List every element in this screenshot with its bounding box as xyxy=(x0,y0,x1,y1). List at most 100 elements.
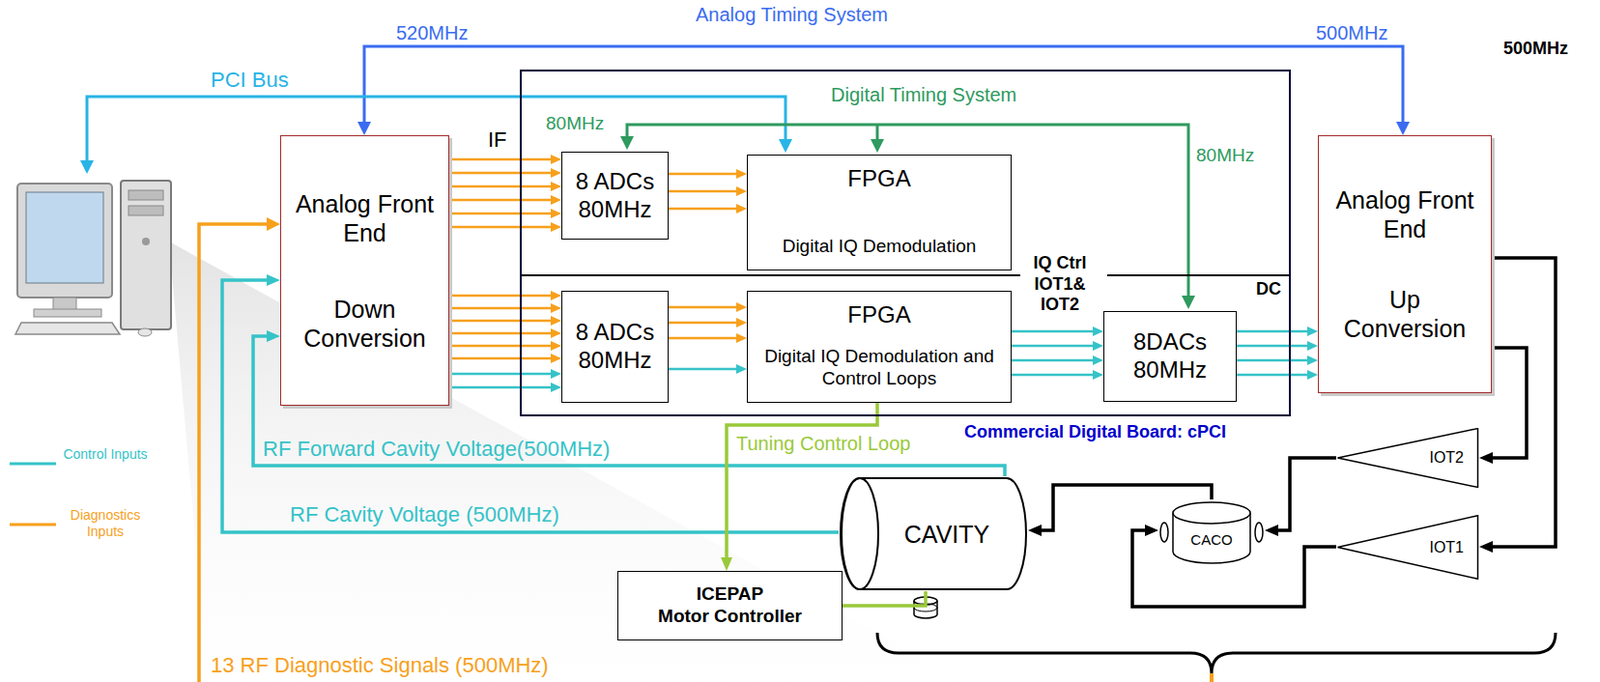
connector-line xyxy=(1491,347,1527,458)
signal-label: 80MHz xyxy=(1196,144,1255,168)
arrow-head xyxy=(736,333,747,343)
motor-controller-box: ICEPAPMotor Controller xyxy=(617,571,843,641)
legend-swatch xyxy=(9,462,57,466)
box-title: FPGA xyxy=(847,165,911,194)
connector-line xyxy=(1236,344,1309,348)
legend-text: Control Inputs xyxy=(61,446,149,463)
arrow-head xyxy=(550,382,562,393)
arrow-head xyxy=(1092,355,1104,366)
digital-timing-line xyxy=(620,124,1196,310)
connector-line xyxy=(449,158,552,162)
signal-label: 520MHz xyxy=(396,21,468,45)
shape-label: CACO xyxy=(1190,531,1232,549)
box-label: 8 ADCs 80MHz xyxy=(568,318,662,375)
connector-line xyxy=(668,190,738,194)
box-label: 8 ADCs 80MHz xyxy=(568,168,662,225)
connector-line xyxy=(668,368,738,372)
signal-label: Digital Timing System xyxy=(830,83,1017,107)
arrow-head xyxy=(1092,341,1104,351)
group-bracket xyxy=(877,632,1556,674)
shape-label: CAVITY xyxy=(904,519,990,549)
arrow-head xyxy=(550,208,562,219)
connector-line xyxy=(1011,359,1094,363)
connector-line xyxy=(842,591,926,606)
connector-line xyxy=(1011,373,1094,377)
connector-line xyxy=(449,212,552,216)
connector-line xyxy=(449,386,552,390)
arrow-head xyxy=(720,557,733,572)
edge-label: RF Cavity Voltage (500MHz) xyxy=(289,502,560,528)
signal-label: 13 RF Diagnostic Signals (500MHz) xyxy=(210,653,549,679)
arrow-head xyxy=(550,353,562,364)
arrow-head xyxy=(736,364,747,374)
signal-label: Analog Timing System xyxy=(695,2,888,27)
arrow-head xyxy=(1307,370,1318,380)
edge-label: Tuning Control Loop xyxy=(736,431,912,456)
arrow-head xyxy=(1144,524,1159,537)
connector-line xyxy=(668,172,738,176)
caco-combiner: CACO xyxy=(1158,499,1265,567)
connector-line xyxy=(1236,373,1309,377)
arrow-head xyxy=(550,328,562,339)
box-body: Digital IQ Demodulation xyxy=(782,235,977,258)
signal-connector xyxy=(449,290,562,393)
connector-line xyxy=(1236,330,1309,334)
digital-board: Commercial Digital Board: cPCI8 ADCs 80M… xyxy=(519,69,1291,417)
signal-label: 80MHz xyxy=(545,113,604,136)
shape-label: IOT1 xyxy=(1428,538,1464,557)
arrow-head xyxy=(736,302,747,313)
analog-front-end: Analog Front End Up Conversion xyxy=(1317,135,1492,394)
box-label: 8DACs 80MHz xyxy=(1110,328,1230,385)
arrow-head xyxy=(1479,452,1493,464)
arrow-head xyxy=(550,222,562,232)
legend-text: Diagnostics Inputs xyxy=(61,507,149,541)
signal-connector xyxy=(1264,457,1337,537)
arrow-head xyxy=(550,154,562,165)
arrow-head xyxy=(736,317,747,328)
box-body: Down Conversion xyxy=(288,294,441,353)
connector-line xyxy=(449,185,552,189)
arrow-head xyxy=(736,203,747,214)
board-label: Commercial Digital Board: cPCI xyxy=(964,422,1227,444)
connector-line xyxy=(449,357,552,361)
box-body: Up Conversion xyxy=(1326,285,1484,343)
signal-label: PCI Bus xyxy=(210,67,289,93)
connector-line xyxy=(1491,257,1556,547)
arrow-head xyxy=(550,341,562,351)
connector-line xyxy=(449,332,552,336)
signal-label: IF xyxy=(487,127,508,153)
arrow-head xyxy=(1264,524,1279,537)
connector-line xyxy=(668,306,738,310)
arrow-head xyxy=(736,169,747,179)
signal-connector xyxy=(668,302,747,374)
iot-amplifier: IOT1 xyxy=(1336,514,1480,580)
box-title: Analog Front End xyxy=(1326,185,1484,244)
arrow-head xyxy=(1307,341,1318,351)
box-title: FPGA xyxy=(847,301,911,330)
connector-line xyxy=(1236,359,1309,363)
arrow-head xyxy=(1307,355,1318,366)
signal-label: DC xyxy=(1256,279,1282,301)
arrow-head xyxy=(550,303,562,314)
arrow-head xyxy=(1028,524,1042,537)
connector-line xyxy=(1011,330,1094,334)
fpga-box: FPGA Digital IQ Demodulation xyxy=(746,154,1012,271)
connector-line xyxy=(668,321,738,325)
adc-box: 8 ADCs 80MHz xyxy=(561,290,669,403)
arrow-head xyxy=(1479,541,1493,553)
signal-connector xyxy=(1011,326,1104,380)
analog-timing-line xyxy=(357,46,1410,136)
connector-line xyxy=(449,199,552,202)
connector-line xyxy=(449,344,552,348)
box-title: Analog Front End xyxy=(288,189,441,248)
cavity-cylinder: CAVITY xyxy=(838,476,1029,592)
signal-connector xyxy=(1236,326,1318,380)
box-title: ICEPAP xyxy=(696,583,764,606)
connector-line xyxy=(449,307,552,311)
signal-label: 500MHz xyxy=(1503,38,1569,60)
signal-label: 500MHz xyxy=(1315,21,1388,45)
adc-box: 8 ADCs 80MHz xyxy=(561,151,669,240)
arrow-head xyxy=(550,315,562,326)
arrow-head xyxy=(266,274,281,286)
connector-line xyxy=(449,319,552,323)
